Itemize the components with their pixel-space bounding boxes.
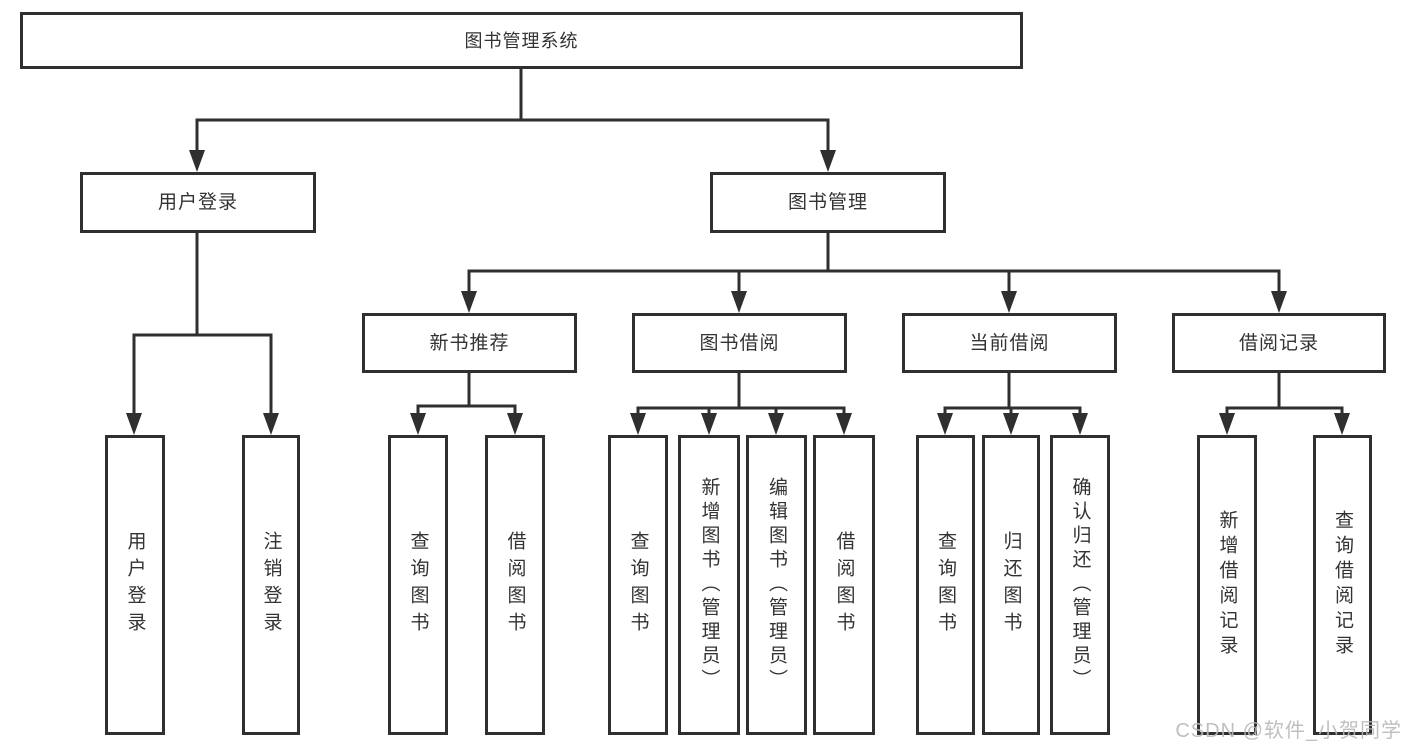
node-borrowing-records: 借阅记录 xyxy=(1172,313,1386,373)
leaf-query-books-recommend: 查询图书 xyxy=(388,435,448,735)
leaf-query-books-current: 查询图书 xyxy=(916,435,975,735)
node-book-borrowing: 图书借阅 xyxy=(632,313,847,373)
leaf-query-borrow-record: 查询借阅记录 xyxy=(1313,435,1372,735)
leaf-add-book-admin: 新增图书（管理员） xyxy=(678,435,740,735)
leaf-logout: 注销登录 xyxy=(242,435,300,735)
leaf-query-books-borrow: 查询图书 xyxy=(608,435,668,735)
node-new-book-recommendation: 新书推荐 xyxy=(362,313,577,373)
leaf-add-borrow-record: 新增借阅记录 xyxy=(1197,435,1257,735)
node-library-management-system: 图书管理系统 xyxy=(20,12,1023,69)
node-current-borrowing: 当前借阅 xyxy=(902,313,1117,373)
leaf-edit-book-admin: 编辑图书（管理员） xyxy=(746,435,807,735)
leaf-borrow-books-recommend: 借阅图书 xyxy=(485,435,545,735)
node-book-management: 图书管理 xyxy=(710,172,946,233)
leaf-confirm-return-admin: 确认归还（管理员） xyxy=(1050,435,1110,735)
leaf-borrow-books: 借阅图书 xyxy=(813,435,875,735)
node-user-login: 用户登录 xyxy=(80,172,316,233)
leaf-return-book: 归还图书 xyxy=(982,435,1040,735)
leaf-user-login: 用户登录 xyxy=(105,435,165,735)
